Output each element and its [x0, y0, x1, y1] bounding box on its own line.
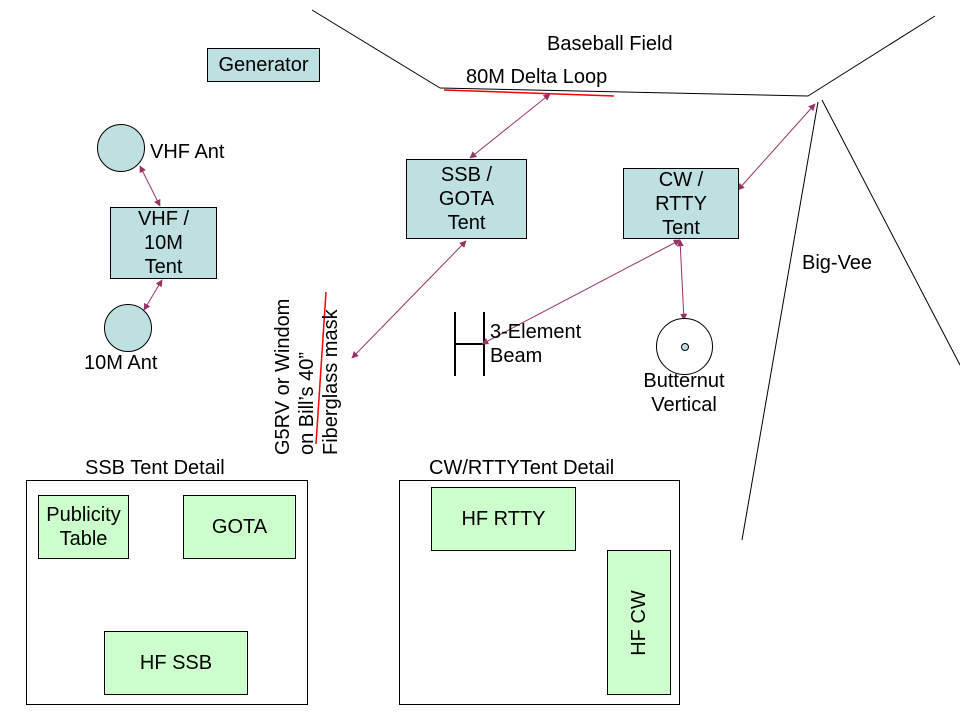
- hf-ssb-station-box: HF SSB: [104, 631, 248, 695]
- butternut-center-dot: [681, 343, 689, 351]
- hf-cw-station-box: HF CW: [607, 550, 671, 695]
- connector-big-vee: [737, 103, 816, 191]
- ten-m-ant-label: 10M Ant: [84, 352, 158, 374]
- cw-rtty-tent: CW / RTTY Tent: [623, 168, 739, 239]
- gota-station-box: GOTA: [183, 495, 296, 559]
- butternut-antenna-icon: [656, 318, 713, 375]
- field-boundary-line-bottom: [439, 87, 809, 97]
- big-vee-label: Big-Vee: [802, 252, 873, 274]
- butternut-label: Butternut Vertical: [643, 370, 725, 416]
- ten-m-antenna-icon: [104, 304, 152, 352]
- vhf-antenna-icon: [97, 124, 145, 172]
- ssb-detail-title: SSB Tent Detail: [85, 457, 225, 479]
- g5rv-label: G5RV or Windom on Bill’s 40” Fiberglass …: [272, 298, 342, 455]
- ssb-gota-tent: SSB / GOTA Tent: [406, 159, 527, 239]
- vhf-ant-label: VHF Ant: [150, 141, 225, 163]
- connector-vhf-ant: [139, 165, 161, 207]
- delta-loop-label: 80M Delta Loop: [466, 66, 608, 88]
- hf-rtty-station-box: HF RTTY: [431, 487, 576, 551]
- publicity-table-box: Publicity Table: [38, 495, 129, 559]
- baseball-field-label: Baseball Field: [547, 33, 673, 55]
- field-boundary-line-left: [311, 9, 441, 89]
- g5rv-wire: [315, 291, 327, 445]
- field-boundary-line-right: [807, 15, 936, 97]
- hf-cw-label: HF CW: [628, 589, 651, 656]
- connector-delta-loop: [469, 93, 551, 159]
- beam-label: 3-Element Beam: [490, 321, 582, 367]
- generator-box: Generator: [207, 48, 320, 82]
- delta-loop-wire: [443, 89, 615, 97]
- vhf-10m-tent: VHF / 10M Tent: [110, 207, 217, 279]
- connector-beam: [481, 239, 681, 345]
- cw-detail-title: CW/RTTYTent Detail: [429, 457, 615, 479]
- big-vee-wire-left: [741, 101, 819, 541]
- connector-10m-ant: [143, 279, 163, 311]
- big-vee-wire-right: [821, 99, 960, 366]
- connector-butternut: [676, 239, 688, 321]
- connector-g5rv: [351, 240, 467, 359]
